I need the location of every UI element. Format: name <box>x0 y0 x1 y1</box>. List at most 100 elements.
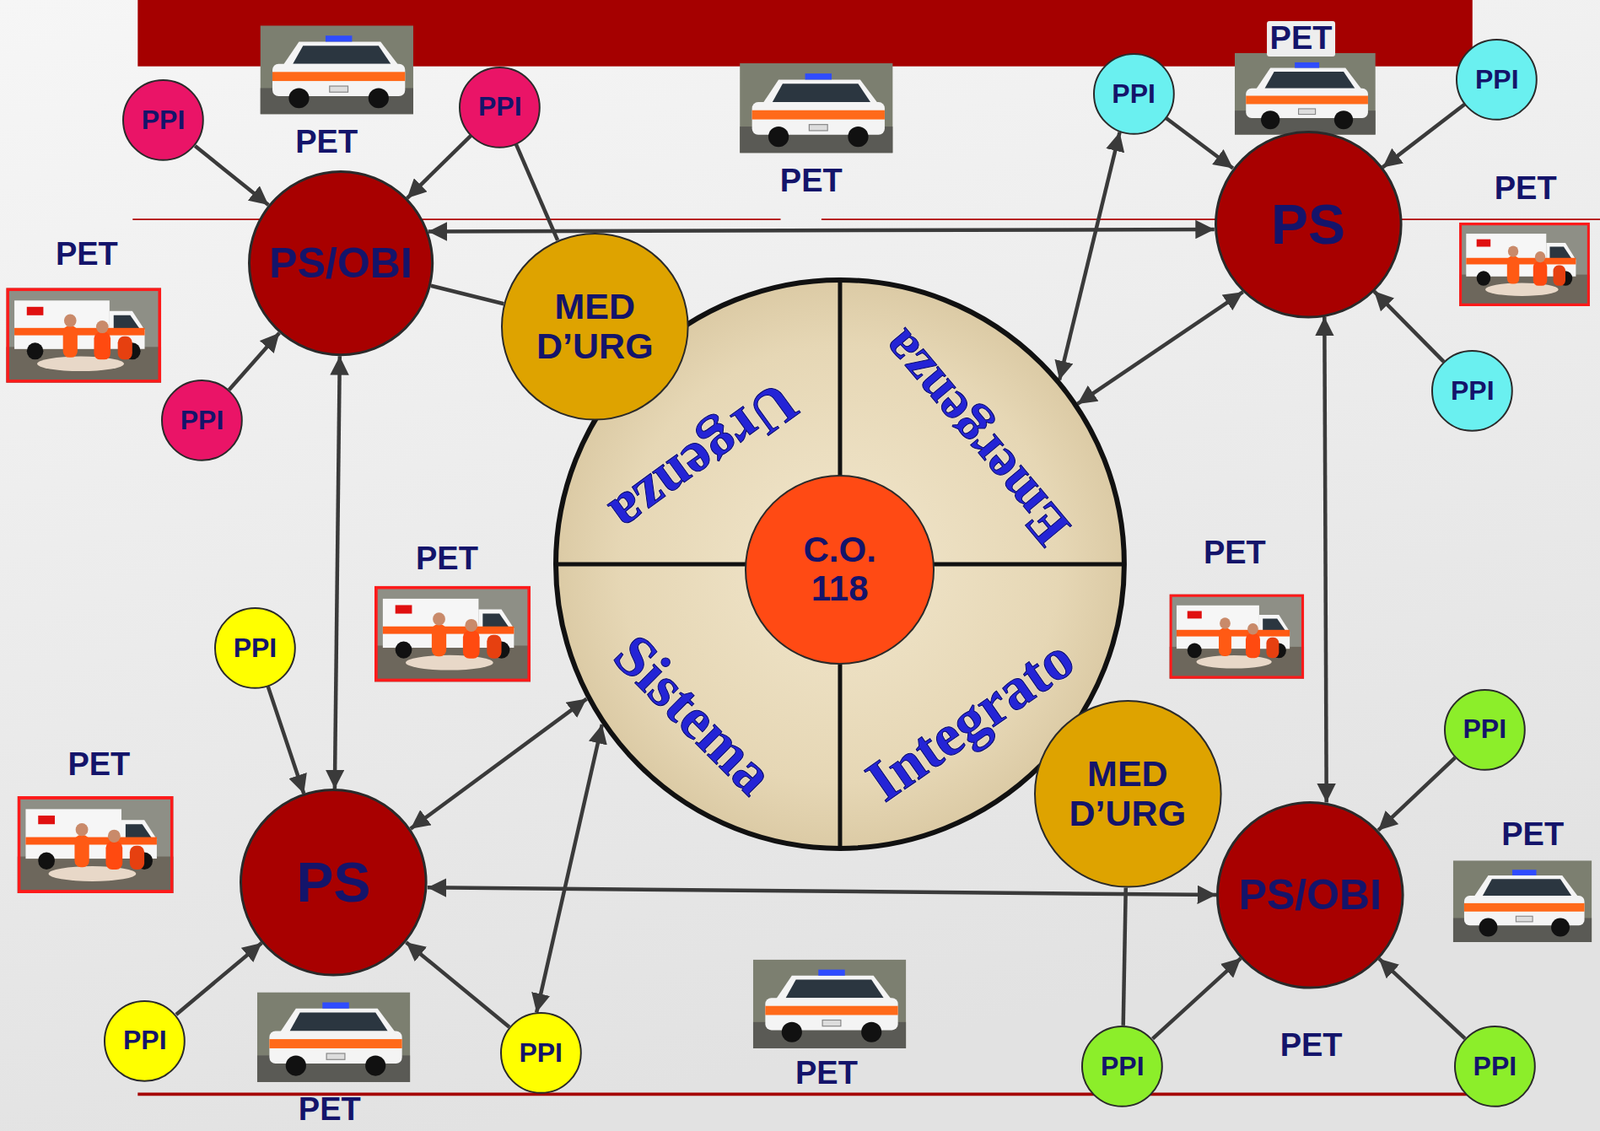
connector-arrow <box>1152 958 1242 1040</box>
connector-arrow <box>1379 958 1466 1040</box>
ppi-circle: PPI <box>214 607 297 690</box>
connector-arrow <box>268 686 304 794</box>
connector-arrow <box>229 333 281 391</box>
connector-arrow <box>410 699 588 830</box>
connector-arrow <box>1166 118 1234 168</box>
car-photo <box>260 25 414 114</box>
circle-shape <box>1217 802 1404 988</box>
central-office-circle: C.O. 118 <box>744 474 935 665</box>
ppi-circle: PPI <box>500 1012 582 1094</box>
node-label: MED D’URG <box>1060 754 1196 835</box>
circle-shape <box>1093 53 1175 135</box>
ps-obi-circle: PS/OBI <box>1216 801 1405 990</box>
node-label: MED D’URG <box>527 286 663 367</box>
circle-shape <box>501 233 689 421</box>
node-label: C.O. 118 <box>789 530 891 609</box>
connector-arrow <box>176 942 262 1015</box>
node-label: PS <box>296 851 372 914</box>
circle-shape <box>123 80 204 161</box>
rule-line <box>132 218 781 221</box>
car-photo <box>257 991 410 1083</box>
ps-circle: PS <box>239 788 428 977</box>
connector-arrow <box>1059 132 1120 381</box>
connector-arrow <box>536 724 603 1013</box>
ppi-circle: PPI <box>103 1000 186 1083</box>
vehicle-label: PET <box>1280 1028 1343 1064</box>
node-label: PPI <box>1473 1051 1518 1082</box>
ppi-circle: PPI <box>122 79 205 162</box>
connector-arrow <box>427 887 1217 895</box>
circle-shape <box>745 475 934 664</box>
connector-arrow <box>1077 291 1244 405</box>
car-photo <box>1234 53 1376 135</box>
circle-shape <box>248 172 432 356</box>
circle-shape <box>1456 39 1537 120</box>
vehicle-label: PET <box>298 1092 361 1128</box>
node-label: PPI <box>1462 714 1507 744</box>
node-label: PPI <box>141 105 186 135</box>
circle-shape <box>1454 1026 1536 1107</box>
ppi-circle: PPI <box>1081 1025 1164 1108</box>
ambulance-photo <box>5 287 162 383</box>
car-photo <box>753 959 906 1049</box>
node-label: PPI <box>1475 64 1520 95</box>
circle-shape <box>1082 1026 1163 1107</box>
node-label: PPI <box>1450 376 1495 406</box>
rule-line <box>821 218 1600 221</box>
connector-arrow <box>1324 317 1326 803</box>
ps-circle: PS <box>1214 130 1403 319</box>
node-label: PS <box>1271 193 1346 256</box>
ppi-circle: PPI <box>1431 350 1514 432</box>
connector-arrow <box>516 144 558 241</box>
connector-arrow <box>1123 888 1126 1026</box>
node-label: PPI <box>233 633 278 663</box>
node-label: PS/OBI <box>269 240 412 287</box>
ambulance-photo <box>374 586 531 683</box>
vehicle-label: PET <box>780 163 843 200</box>
vehicle-label: PET <box>1203 535 1266 572</box>
ppi-circle: PPI <box>1455 38 1538 121</box>
node-label: PPI <box>123 1025 168 1056</box>
connector-arrow <box>1373 290 1444 362</box>
node-label: PS/OBI <box>1239 872 1382 919</box>
vehicle-label: PET <box>55 237 119 274</box>
vehicle-label: PET <box>1501 817 1564 853</box>
connector-arrow <box>407 135 472 199</box>
connector-arrow <box>406 942 510 1028</box>
circle-shape <box>104 1001 185 1082</box>
circle-shape <box>161 380 243 461</box>
node-label: PPI <box>1111 79 1156 109</box>
ambulance-photo <box>1169 593 1304 679</box>
car-photo <box>1453 860 1593 943</box>
node-label: PPI <box>478 91 523 122</box>
vehicle-label: PET <box>67 747 130 783</box>
node-label: PPI <box>518 1038 563 1068</box>
node-label: PPI <box>1100 1051 1145 1082</box>
med-urg-circle: MED D’URG <box>501 232 690 421</box>
ppi-circle: PPI <box>1454 1025 1536 1108</box>
circle-shape <box>1215 131 1401 318</box>
circle-shape <box>215 608 296 689</box>
car-photo <box>739 63 893 154</box>
med-urg-circle: MED D’URG <box>1034 700 1223 889</box>
connector-arrow <box>194 145 269 205</box>
vehicle-label: PET <box>295 124 358 161</box>
circle-shape <box>241 790 427 976</box>
vehicle-label: PET <box>1266 21 1337 57</box>
circle-shape <box>1432 350 1513 431</box>
node-label: PPI <box>180 405 225 436</box>
ppi-circle: PPI <box>458 66 541 149</box>
connector-arrow <box>334 355 340 789</box>
connector-arrow <box>430 285 504 305</box>
circle-shape <box>459 67 540 148</box>
circle-shape <box>1034 700 1222 888</box>
circle-shape <box>501 1012 582 1094</box>
vehicle-label: PET <box>795 1055 858 1092</box>
ppi-circle: PPI <box>1443 689 1526 771</box>
connector-arrow <box>1382 104 1465 168</box>
vehicle-label: PET <box>415 541 479 577</box>
ps-obi-circle: PS/OBI <box>247 170 434 356</box>
ppi-circle: PPI <box>161 379 243 462</box>
circle-shape <box>1444 689 1525 771</box>
